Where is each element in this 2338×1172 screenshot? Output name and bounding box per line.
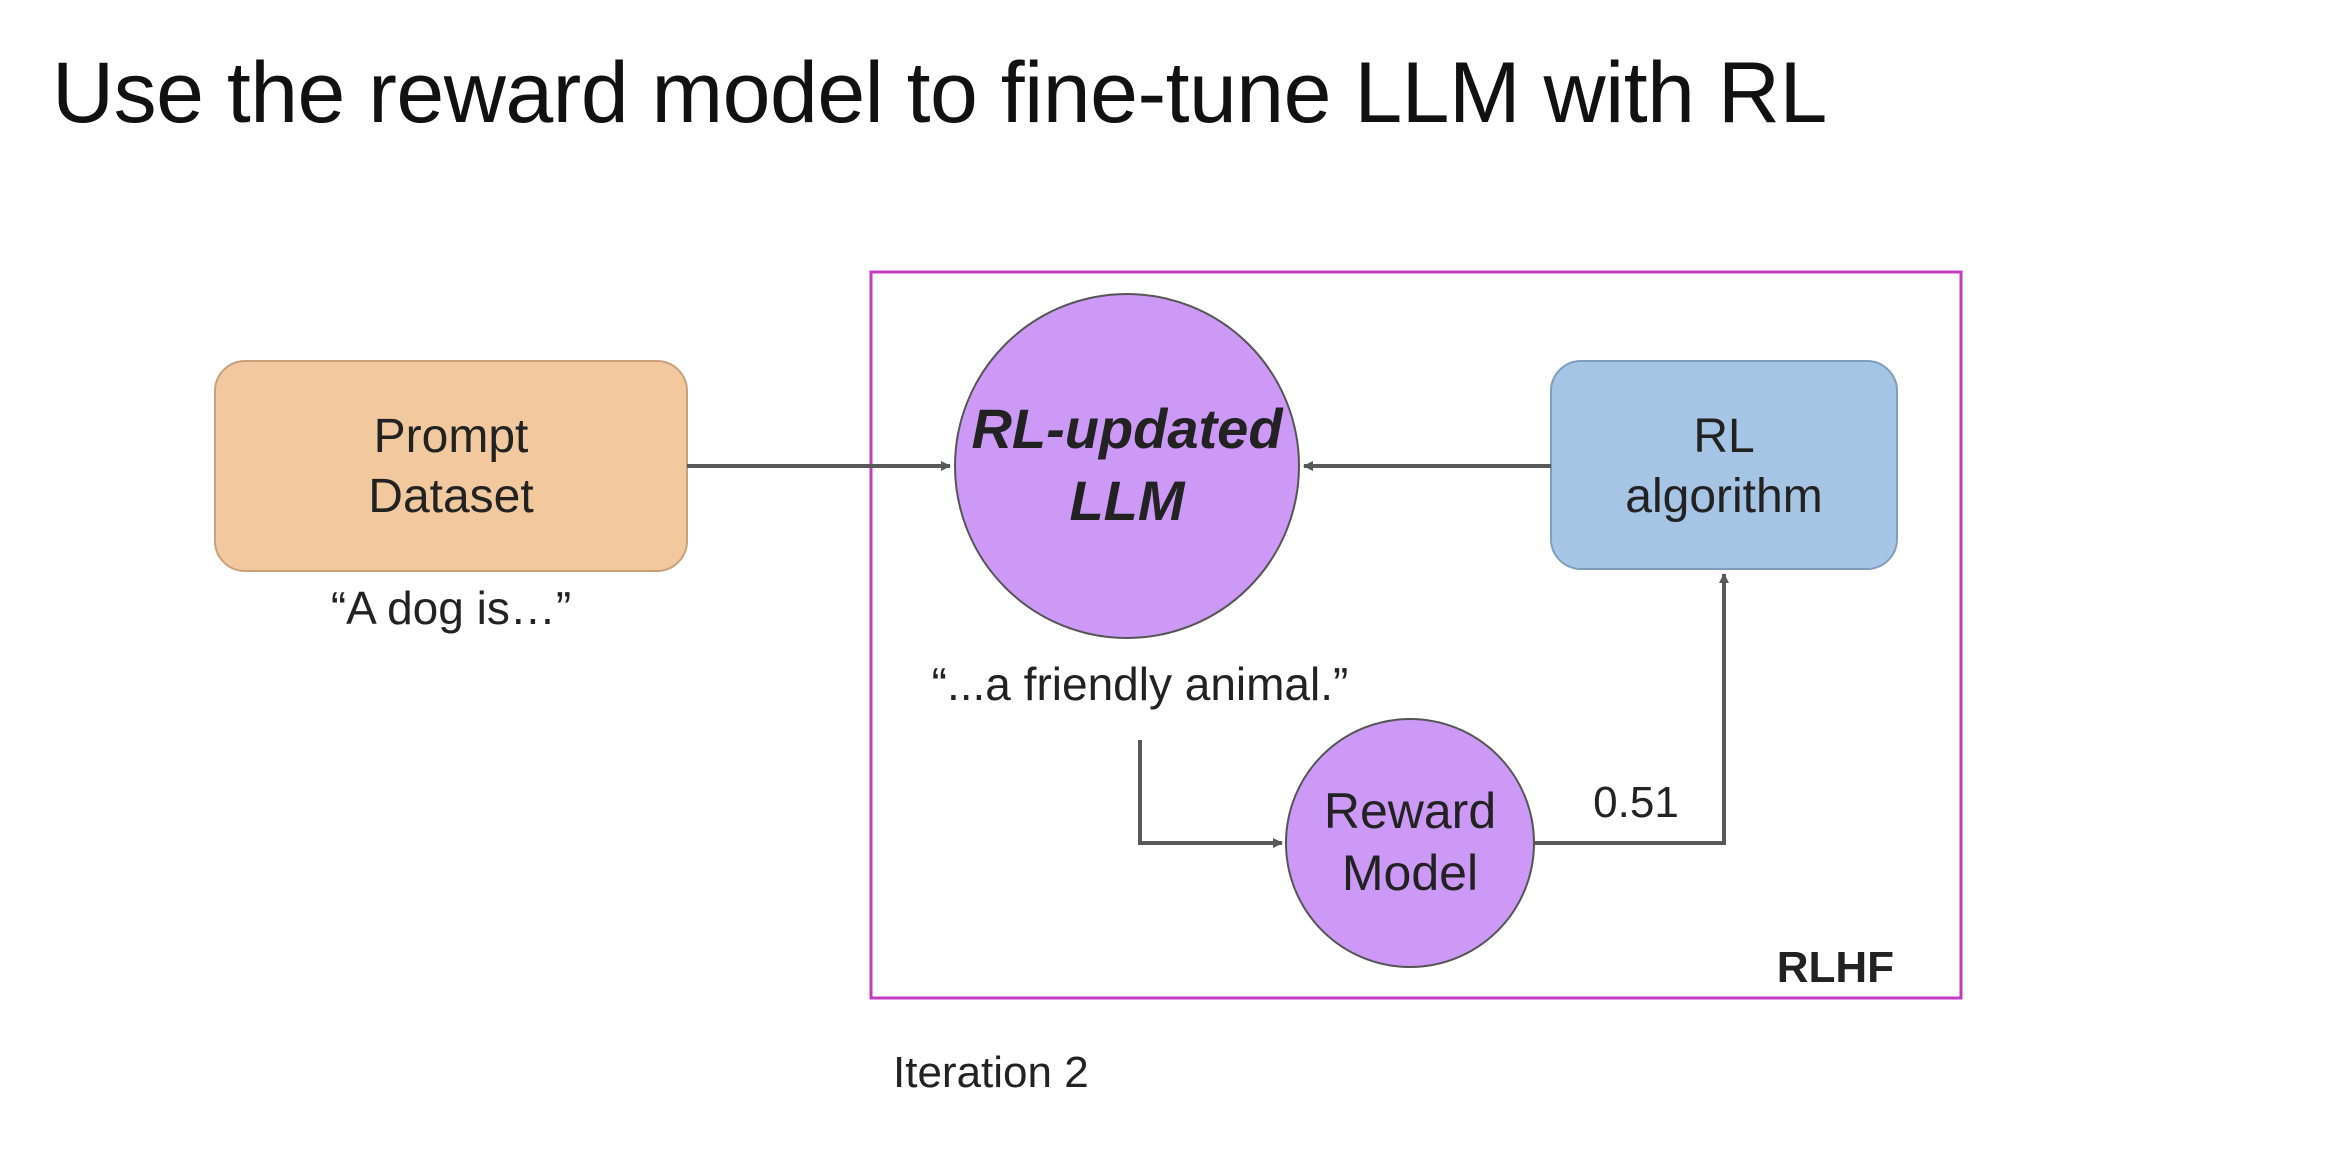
rl-updated-llm-label-line1: RL-updated [971,397,1284,460]
prompt-example-text: “A dog is…” [331,582,571,634]
rl-algorithm-node: RL algorithm [1550,360,1898,570]
rlhf-group-label: RLHF [1777,943,1894,992]
prompt-dataset-label-line1: Prompt [374,410,529,463]
rl-algorithm-box [1550,360,1898,570]
arrow-reward-to-rl [1534,573,1729,845]
reward-model-node: Reward Model [1285,718,1535,968]
arrow-completion-to-reward [1138,740,1283,848]
slide-title: Use the reward model to fine-tune LLM wi… [52,45,1827,141]
reward-model-label-line2: Model [1342,845,1478,901]
prompt-dataset-box [214,360,688,572]
reward-model-label-line1: Reward [1324,783,1496,839]
completion-example-text: “...a friendly animal.” [932,658,1349,710]
rl-updated-llm-node: RL-updated LLM [954,293,1300,639]
rlhf-group-border [869,270,1963,1000]
rl-algorithm-label-line2: algorithm [1625,470,1822,523]
rl-updated-llm-label-line2: LLM [1069,469,1185,532]
rl-updated-llm-circle [954,293,1300,639]
reward-model-circle [1285,718,1535,968]
rl-algorithm-label-line1: RL [1693,410,1754,463]
prompt-dataset-label-line2: Dataset [368,470,533,523]
prompt-dataset-node: Prompt Dataset [214,360,688,572]
reward-value-text: 0.51 [1593,778,1679,827]
iteration-label: Iteration 2 [893,1048,1089,1097]
